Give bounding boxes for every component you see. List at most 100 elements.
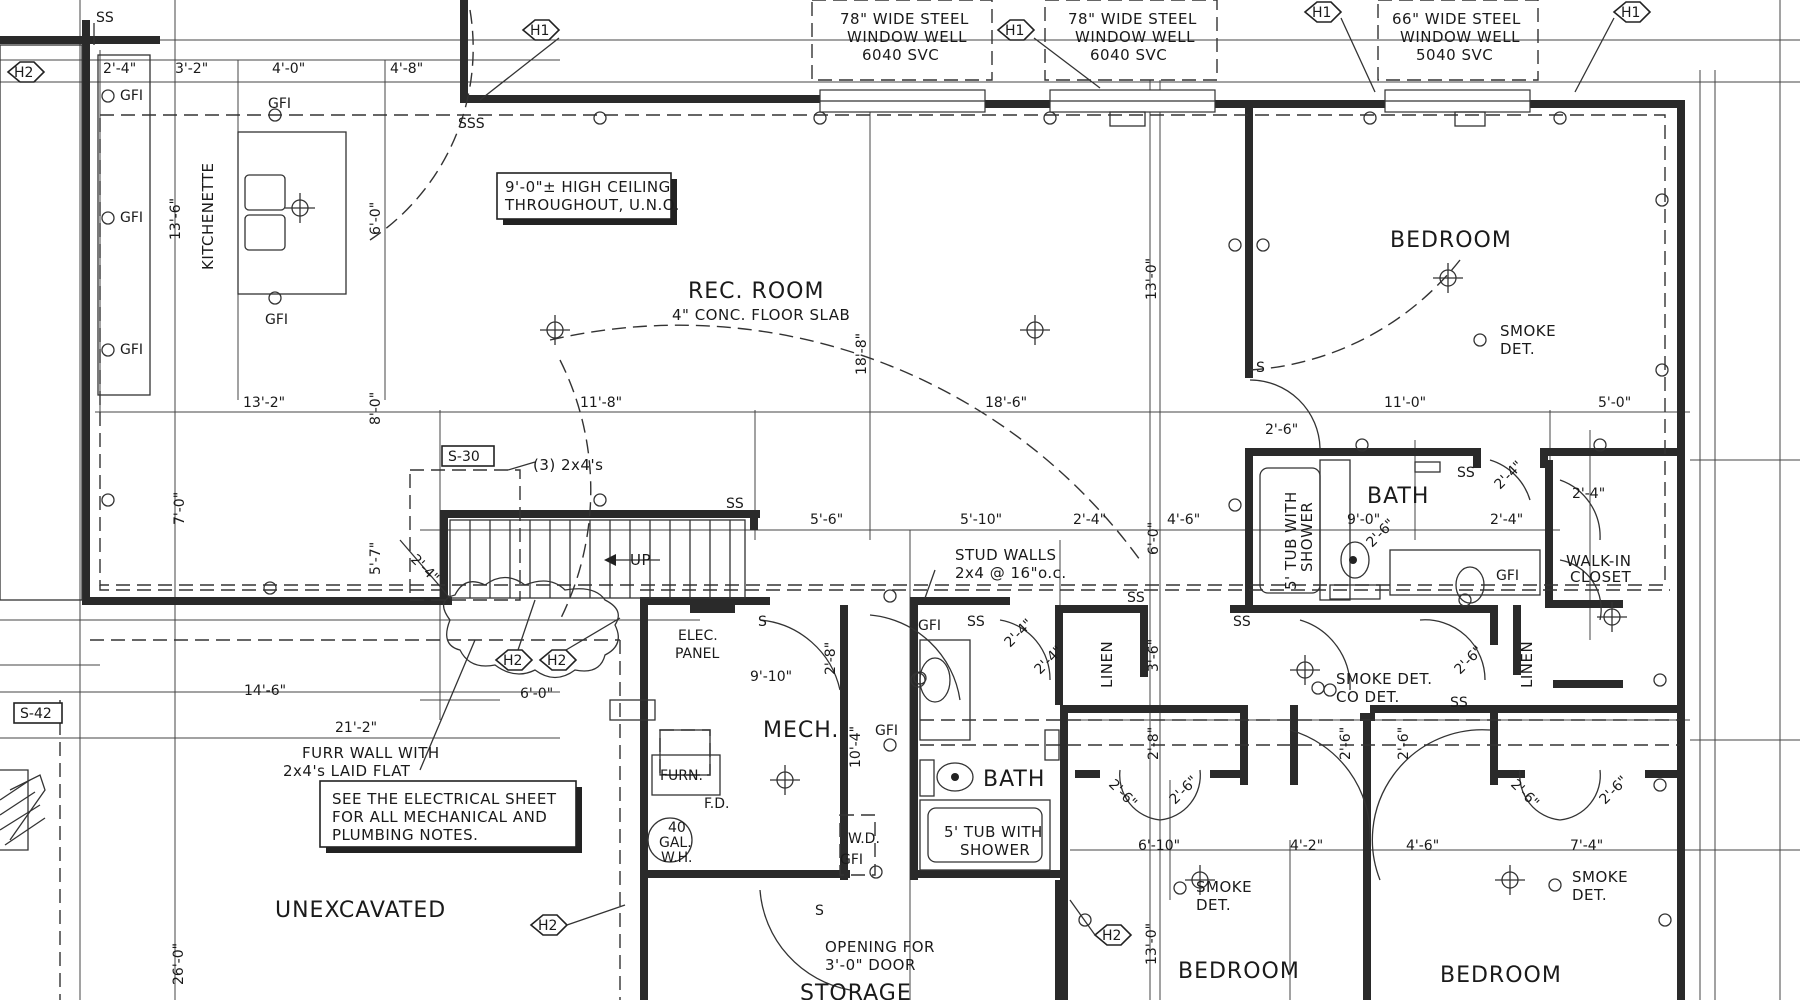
dim-2-8-vertical-b: 2'-8" xyxy=(1146,727,1162,760)
note-smoke-3b: DET. xyxy=(1196,896,1231,914)
room-label-bath-2: BATH xyxy=(983,767,1045,792)
tag-h2-cloud-2: H2 xyxy=(547,653,566,669)
room-label-walk-in-2: CLOSET xyxy=(1570,568,1632,586)
room-note-floor-slab: 4" CONC. FLOOR SLAB xyxy=(672,306,850,324)
tag-gfi-2: GFI xyxy=(120,210,143,226)
dim-3-2-top: 3'-2" xyxy=(175,61,208,77)
dim-2-6-diag-4: 2'-6" xyxy=(1507,777,1542,812)
tag-s30: S-30 xyxy=(448,449,480,465)
note-stud-walls-line-1: STUD WALLS xyxy=(955,546,1057,564)
dim-10-4-vertical: 10'-4" xyxy=(848,726,864,768)
tag-gfi-8: GFI xyxy=(1496,568,1519,584)
note-elec-panel-1: ELEC. xyxy=(678,628,718,644)
dim-11-8: 11'-8" xyxy=(580,395,622,411)
window-2-line-1: 78" WIDE STEEL xyxy=(1068,10,1197,28)
window-2-line-3: 6040 SVC xyxy=(1090,46,1167,64)
foundation-step-detail xyxy=(0,769,46,851)
tag-h2-cloud-1: H2 xyxy=(503,653,522,669)
window-3-line-2: WINDOW WELL xyxy=(1400,28,1520,46)
note-ceiling-line-1: 9'-0"± HIGH CEILING xyxy=(505,178,671,196)
dim-4-0-top: 4'-0" xyxy=(272,61,305,77)
room-label-bedroom-3: BEDROOM xyxy=(1440,963,1562,988)
tag-gfi-5: GFI xyxy=(265,312,288,328)
room-label-walk-in-1: WALK-IN xyxy=(1566,552,1631,570)
dim-4-6-bottom: 4'-6" xyxy=(1406,838,1439,854)
room-label-unexcavated: UNEXCAVATED xyxy=(275,898,446,923)
stairs xyxy=(399,469,746,601)
dim-6-0-vertical-mid: 6'-0" xyxy=(1146,522,1162,555)
note-smoke-4a: SMOKE xyxy=(1572,868,1628,886)
dim-13-6-vertical: 13'-6" xyxy=(168,198,184,240)
note-elec-panel-2: PANEL xyxy=(675,646,719,662)
note-water-heater-3: W.H. xyxy=(661,850,692,866)
room-label-linen-2: LINEN xyxy=(1518,641,1536,688)
note-ceiling-line-2: THROUGHOUT, U.N.O. xyxy=(504,196,680,214)
dim-13-0-vertical: 13'-0" xyxy=(1144,258,1160,300)
tag-h2-storage: H2 xyxy=(538,918,557,934)
note-smoke-3a: SMOKE xyxy=(1196,878,1252,896)
room-label-bedroom-1: BEDROOM xyxy=(1390,228,1512,253)
note-water-heater-2: GAL. xyxy=(659,835,692,851)
window-openings xyxy=(811,0,1539,113)
dim-13-2: 13'-2" xyxy=(243,395,285,411)
note-water-heater-1: 40 xyxy=(668,820,686,836)
dim-3-6-vertical: 3'-6" xyxy=(1146,639,1162,672)
dim-6-0-cloud: 6'-0" xyxy=(520,686,553,702)
dim-18-8-vertical: 18'-8" xyxy=(854,333,870,375)
tag-h1-4: H1 xyxy=(1621,5,1640,21)
note-smoke-1a: SMOKE xyxy=(1500,322,1556,340)
room-label-linen-1: LINEN xyxy=(1098,641,1116,688)
tag-gfi-6: GFI xyxy=(918,618,941,634)
dim-2-6-diag-5: 2'-6" xyxy=(1597,773,1632,808)
window-3-line-3: 5040 SVC xyxy=(1416,46,1493,64)
note-stair-up: UP xyxy=(630,551,651,569)
room-label-mech: MECH. xyxy=(763,718,839,743)
door-swings xyxy=(369,9,1602,991)
dim-8-0-vertical: 8'-0" xyxy=(368,392,384,425)
dim-2-6-diag-3: 2'-6" xyxy=(1167,773,1202,808)
note-smoke-2a: SMOKE DET. xyxy=(1336,670,1433,688)
note-washer-dryer: W.D. xyxy=(848,831,880,847)
window-2-line-2: WINDOW WELL xyxy=(1075,28,1195,46)
dim-2-8-vertical: 2'-8" xyxy=(823,642,839,675)
window-1-line-1: 78" WIDE STEEL xyxy=(840,10,969,28)
dim-4-2: 4'-2" xyxy=(1290,838,1323,854)
note-stair-2x4: (3) 2x4's xyxy=(533,456,603,474)
dim-21-2: 21'-2" xyxy=(335,720,377,736)
tag-s42: S-42 xyxy=(20,706,52,722)
note-opening-line-2: 3'-0" DOOR xyxy=(825,956,916,974)
tag-ss-1: SS xyxy=(726,496,744,512)
note-stud-walls-line-2: 2x4 @ 16"o.c. xyxy=(955,564,1067,582)
dim-5-6: 5'-6" xyxy=(810,512,843,528)
tag-h1-1: H1 xyxy=(530,23,549,39)
dim-4-6-mid: 4'-6" xyxy=(1167,512,1200,528)
dim-14-6: 14'-6" xyxy=(244,683,286,699)
dim-6-0-vertical: 6'-0" xyxy=(368,202,384,235)
tag-ss-2: SS xyxy=(1127,590,1145,606)
note-furnace: FURN. xyxy=(660,768,703,784)
dim-2-6-bath: 2'-6" xyxy=(1265,422,1298,438)
dim-9-0: 9'-0" xyxy=(1347,512,1380,528)
note-tub-line-1: 5' TUB WITH xyxy=(944,823,1043,841)
dim-7-4: 7'-4" xyxy=(1570,838,1603,854)
tag-ss-4: SS xyxy=(1457,465,1475,481)
section-tags xyxy=(6,1,1652,946)
revision-cloud xyxy=(443,576,619,679)
note-electrical-line-2: FOR ALL MECHANICAL AND xyxy=(332,808,547,826)
note-smoke-4b: DET. xyxy=(1572,886,1607,904)
dim-2-4-diag-1: 2'-4" xyxy=(1492,458,1527,493)
note-electrical-line-1: SEE THE ELECTRICAL SHEET xyxy=(332,790,557,808)
tag-h1-3: H1 xyxy=(1312,5,1331,21)
room-label-bath-1: BATH xyxy=(1367,484,1429,509)
fixtures xyxy=(647,111,1541,876)
dim-7-0-vertical: 7'-0" xyxy=(172,492,188,525)
note-smoke-2b: CO DET. xyxy=(1336,688,1400,706)
text-labels: REC. ROOM 4" CONC. FLOOR SLAB KITCHENETT… xyxy=(14,5,1640,1000)
dim-2-4-stair: 2'-4" xyxy=(407,552,442,587)
note-furr-wall-line-2: 2x4's LAID FLAT xyxy=(283,762,411,780)
dim-2-6-vertical-a: 2'-6" xyxy=(1338,727,1354,760)
note-electrical-line-3: PLUMBING NOTES. xyxy=(332,826,478,844)
tag-switch-1: S xyxy=(1256,360,1265,376)
tag-ss-5: SS xyxy=(967,614,985,630)
dim-11-0: 11'-0" xyxy=(1384,395,1426,411)
